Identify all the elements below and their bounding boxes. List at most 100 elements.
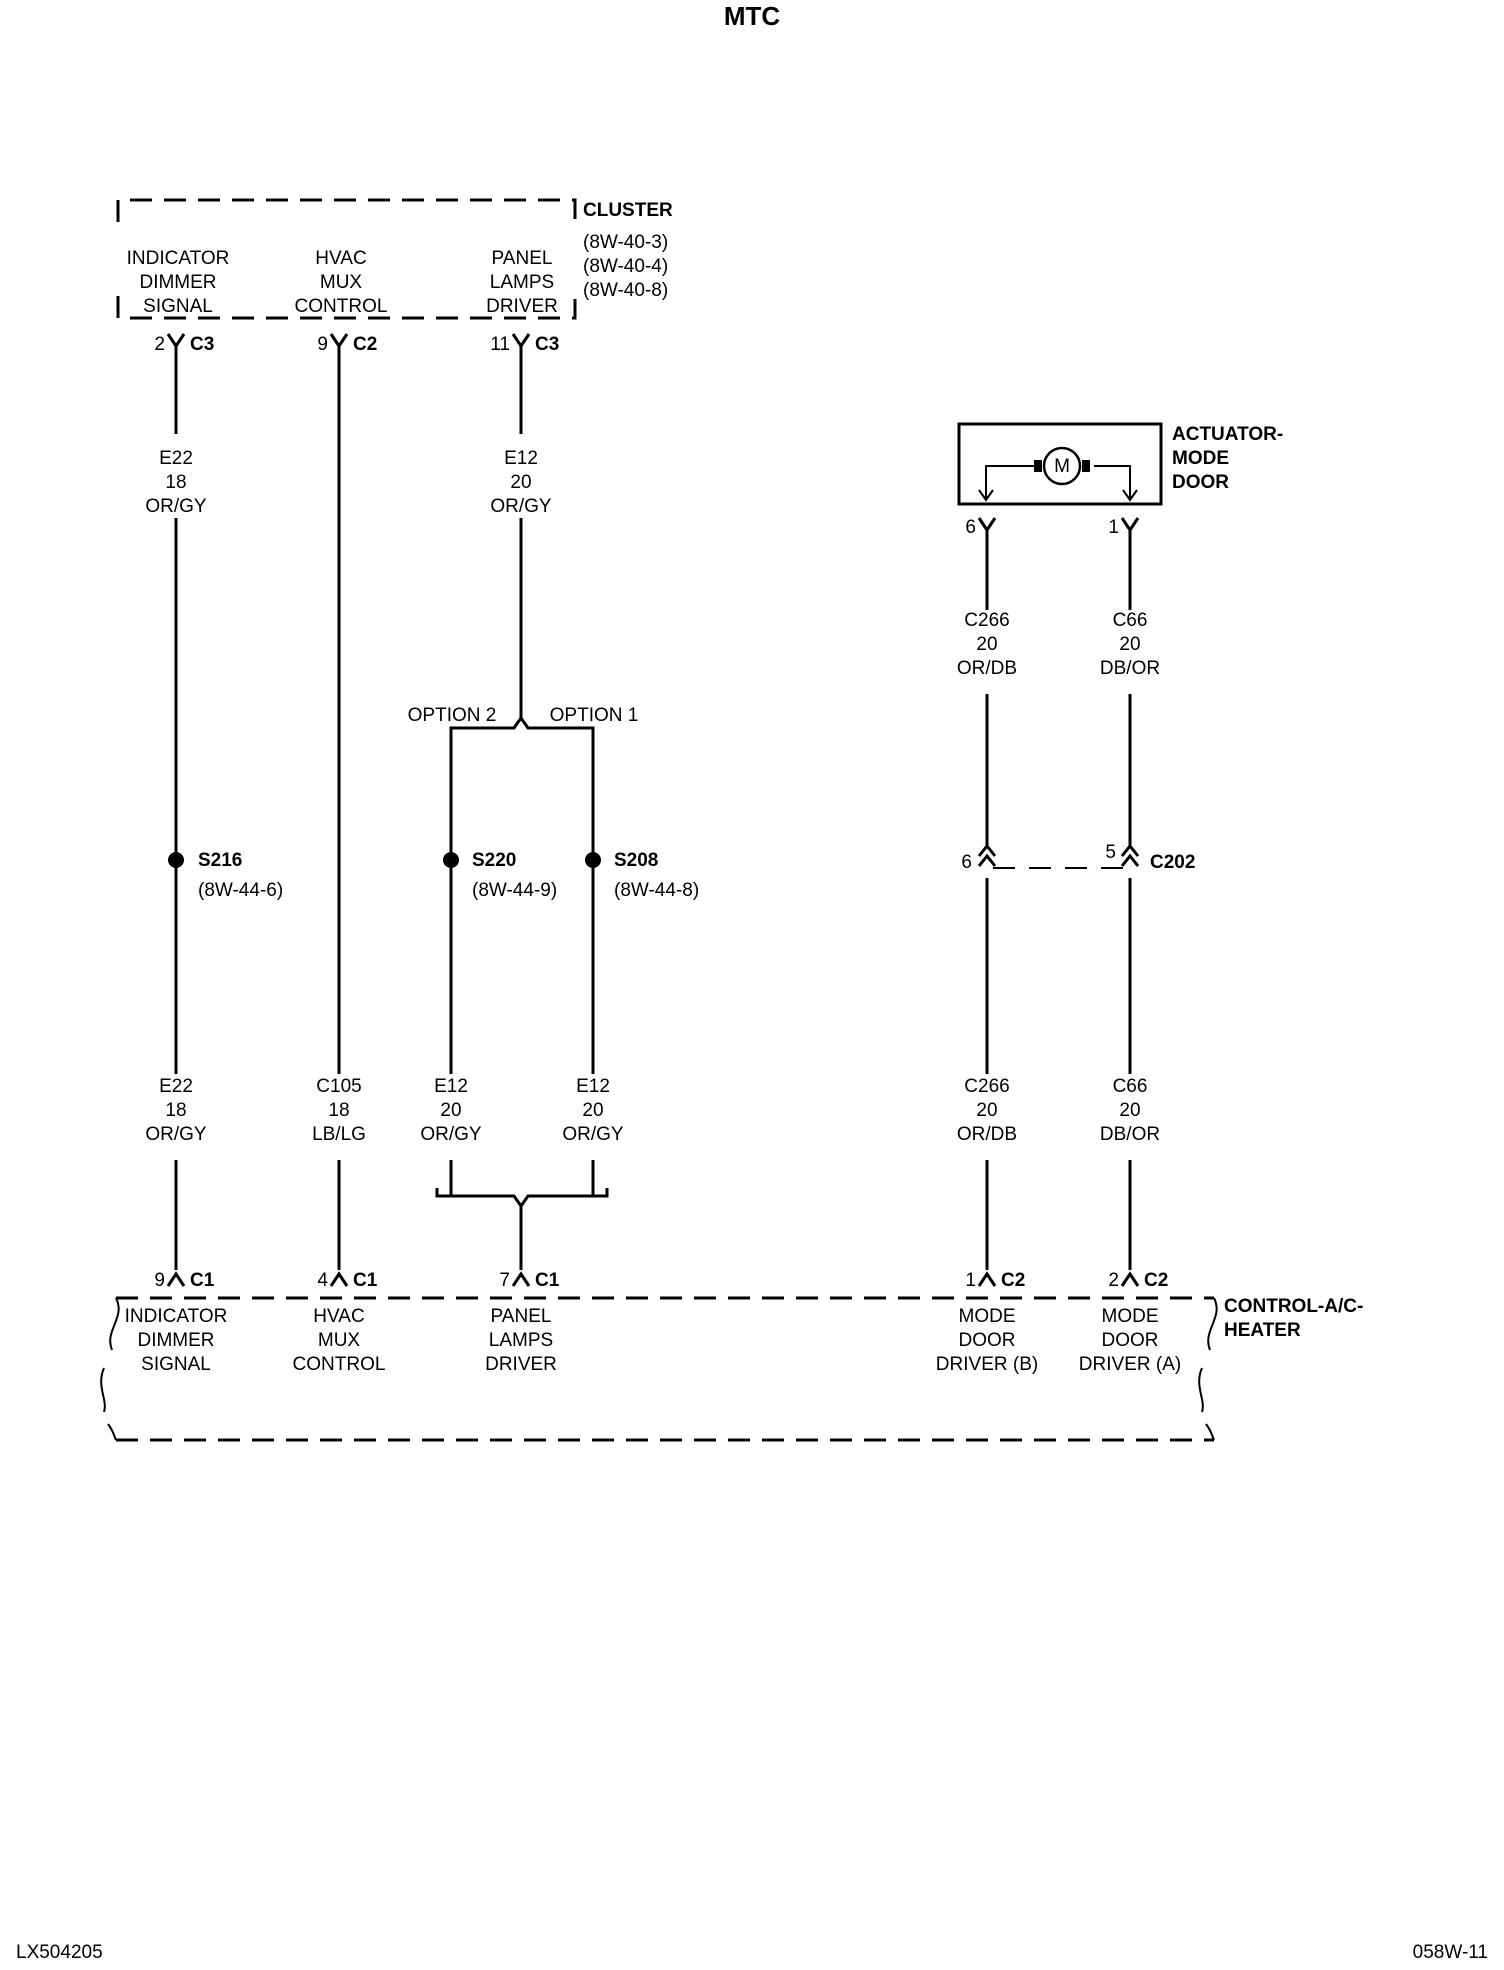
cluster-function-label: HVAC [315, 248, 366, 269]
control-function-label: MODE [959, 1306, 1016, 1327]
cluster-function-label: DRIVER [486, 296, 558, 317]
wire-label: OR/DB [957, 1124, 1017, 1145]
connector-pin-symbol [329, 333, 349, 356]
control-function-label: DRIVER (B) [936, 1354, 1038, 1375]
cluster-ref: (8W-40-4) [583, 256, 668, 277]
control-function-label: MODE [1102, 1306, 1159, 1327]
control-function-label: DIMMER [137, 1330, 214, 1351]
control-name: HEATER [1224, 1320, 1301, 1341]
control-function-label: LAMPS [489, 1330, 553, 1351]
wire-label: 18 [165, 1100, 186, 1121]
cluster-pin-number: 9 [317, 334, 328, 355]
option-label: OPTION 1 [550, 705, 639, 726]
connector-pin-symbol [977, 517, 997, 540]
actuator-name: DOOR [1172, 472, 1229, 493]
splice-dot [585, 852, 601, 868]
wire-label: E12 [504, 448, 538, 469]
actuator-name: MODE [1172, 448, 1229, 469]
splice-ref: (8W-44-6) [198, 880, 283, 901]
splice-id: S220 [472, 850, 516, 871]
wire-label: E12 [576, 1076, 610, 1097]
splice-ref: (8W-44-8) [614, 880, 699, 901]
actuator-mode-door-component: M ACTUATOR- MODE DOOR 6 1 [957, 422, 1283, 540]
splices: S216 (8W-44-6) S220 (8W-44-9) S208 (8W-4… [168, 850, 699, 901]
control-pin-number: 4 [317, 1270, 328, 1291]
cluster-pin-connector: C3 [535, 334, 559, 355]
motor-icon [1042, 446, 1082, 486]
footer-left: LX504205 [16, 1942, 103, 1963]
wire-label: OR/GY [490, 496, 552, 517]
connector-pin-symbol [166, 333, 186, 356]
wire-label: 18 [165, 472, 186, 493]
footer-right: 058W-11 [1413, 1942, 1488, 1963]
cluster-ref: (8W-40-3) [583, 232, 668, 253]
control-function-label: DRIVER (A) [1079, 1354, 1181, 1375]
control-function-label: DOOR [1102, 1330, 1159, 1351]
control-pin-number: 1 [965, 1270, 976, 1291]
connector-pin-symbol [1120, 1271, 1140, 1287]
control-function-label: DRIVER [485, 1354, 557, 1375]
wire-label: C66 [1113, 1076, 1148, 1097]
wire-label: 20 [510, 472, 531, 493]
c202-pin-number: 5 [1105, 842, 1116, 863]
upper-wire-labels: E22 18 OR/GY E12 20 OR/GY C266 20 OR/DB … [145, 448, 1160, 679]
splice-dot [443, 852, 459, 868]
cluster-component: CLUSTER (8W-40-3) (8W-40-4) (8W-40-8) IN… [116, 198, 673, 356]
wire-label: OR/GY [420, 1124, 482, 1145]
wire-label: C266 [964, 1076, 1009, 1097]
cluster-function-label: CONTROL [295, 296, 388, 317]
control-pin-number: 9 [154, 1270, 165, 1291]
cluster-function-label: DIMMER [139, 272, 216, 293]
cluster-pin-connector: C3 [190, 334, 214, 355]
control-function-label: MUX [318, 1330, 361, 1351]
control-pin-connector: C1 [190, 1270, 215, 1291]
cluster-name: CLUSTER [583, 200, 673, 221]
c202-pin-number: 6 [961, 852, 972, 873]
control-pin-number: 7 [499, 1270, 510, 1291]
control-ac-heater-component: 9 C1 4 C1 7 C1 1 C2 2 C2 CONTROL-A/C- HE… [100, 1270, 1363, 1442]
wire-label: LB/LG [312, 1124, 366, 1145]
wire-label: OR/GY [145, 496, 207, 517]
connector-pin-symbol [511, 333, 531, 356]
wire-label: OR/GY [562, 1124, 624, 1145]
control-pin-number: 2 [1108, 1270, 1119, 1291]
splice-id: S216 [198, 850, 242, 871]
motor-label: M [1054, 456, 1070, 477]
cluster-pin-number: 11 [490, 334, 510, 355]
option-branch: OPTION 2 OPTION 1 [408, 705, 639, 742]
wire-label: 18 [328, 1100, 349, 1121]
connector-pin-symbol [977, 1271, 997, 1287]
cluster-pin-number: 2 [154, 334, 165, 355]
wire-runs [174, 356, 1132, 1270]
diagram-title: MTC [724, 1, 781, 31]
splice-ref: (8W-44-9) [472, 880, 557, 901]
wire-label: 20 [1119, 1100, 1140, 1121]
control-function-label: HVAC [313, 1306, 364, 1327]
wire-label: 20 [1119, 634, 1140, 655]
wire-label: E22 [159, 1076, 193, 1097]
merge-bracket [435, 1160, 609, 1218]
control-function-label: INDICATOR [125, 1306, 228, 1327]
motor-terminal [1082, 460, 1090, 472]
control-pin-connector: C2 [1001, 1270, 1025, 1291]
actuator-name: ACTUATOR- [1172, 424, 1283, 445]
control-pin-connector: C2 [1144, 1270, 1168, 1291]
cluster-function-label: LAMPS [490, 272, 554, 293]
control-name: CONTROL-A/C- [1224, 1296, 1363, 1317]
c202-connector: 6 5 C202 [961, 842, 1195, 873]
wire-label: C66 [1113, 610, 1148, 631]
splice-id: S208 [614, 850, 658, 871]
wire-label: 20 [440, 1100, 461, 1121]
connector-pin-symbol [329, 1271, 349, 1287]
cluster-ref: (8W-40-8) [583, 280, 668, 301]
c202-connector-label: C202 [1150, 852, 1195, 873]
control-function-label: SIGNAL [141, 1354, 211, 1375]
actuator-pin-number: 1 [1108, 517, 1119, 538]
wire-label: 20 [582, 1100, 603, 1121]
control-pin-connector: C1 [535, 1270, 560, 1291]
wire-label: 20 [976, 634, 997, 655]
connector-pin-symbol [166, 1271, 186, 1287]
wire-label: C266 [964, 610, 1009, 631]
wire-label: OR/DB [957, 658, 1017, 679]
